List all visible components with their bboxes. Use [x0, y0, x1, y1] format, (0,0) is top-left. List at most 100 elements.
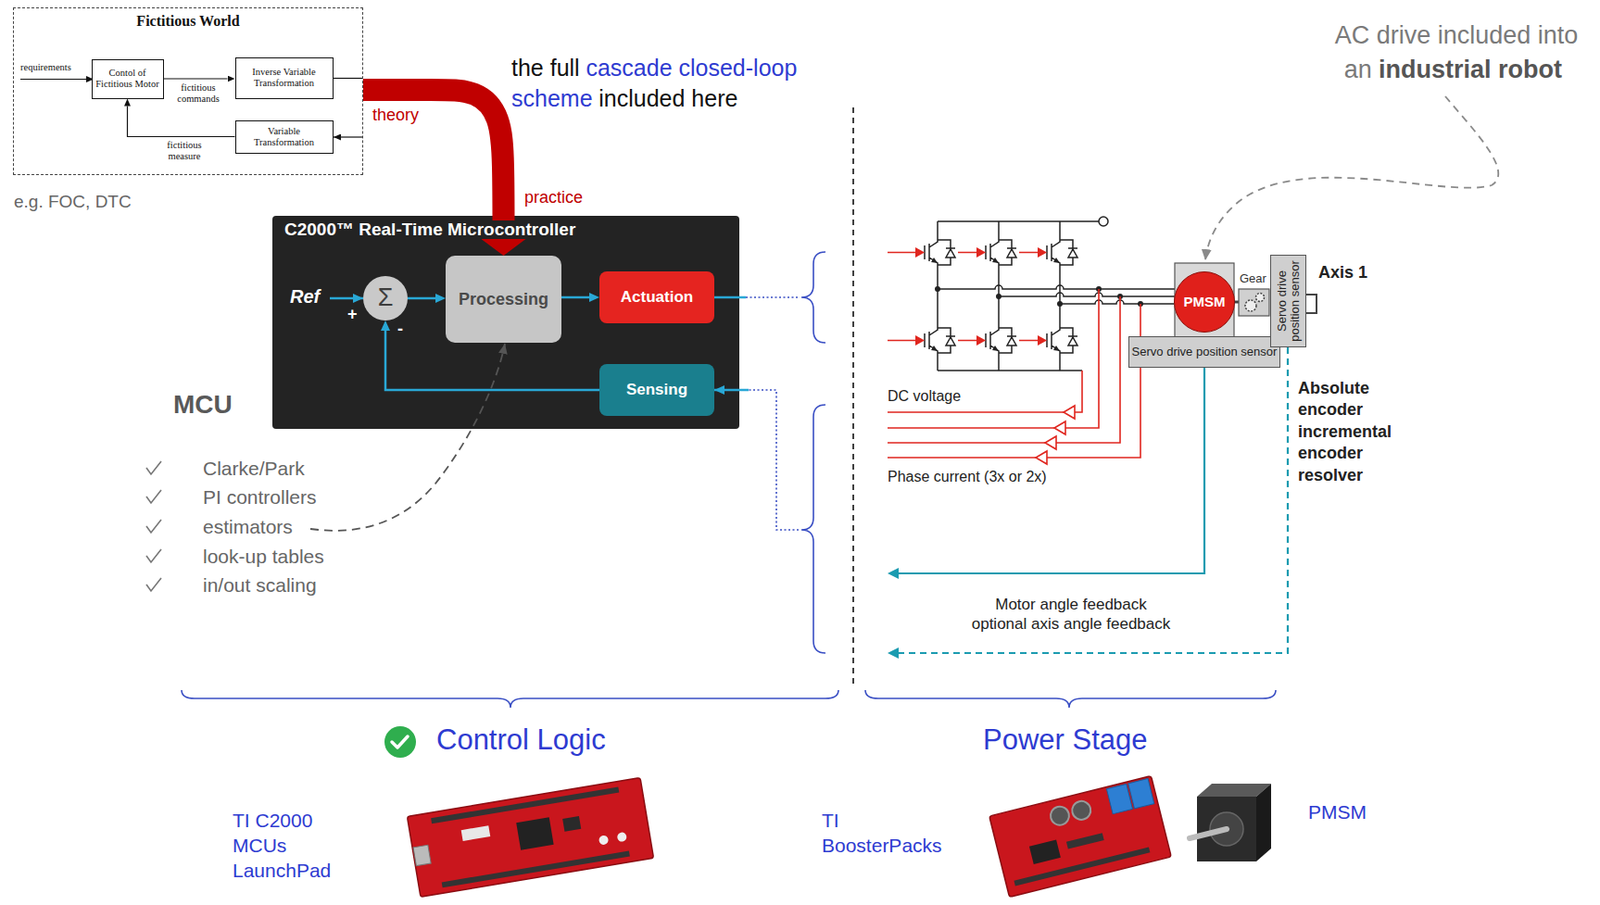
part-label: Gear: [1239, 272, 1267, 287]
input-arrow: [714, 389, 749, 392]
edge-label: fictitious measure: [153, 139, 215, 162]
list-item: PI controllers: [202, 486, 317, 509]
box-heading: Fictitious World: [136, 12, 240, 30]
done-check: [391, 736, 408, 748]
list-item: look-up tables: [202, 545, 325, 568]
mcu-panel: C2000™ Real-Time MicrocontrollerΣProcess…: [272, 215, 740, 429]
gate-signal: [887, 252, 1038, 341]
box-text: Servo drive position sensor: [1275, 256, 1301, 346]
connector-group: [127, 78, 601, 391]
separator-line: [852, 107, 855, 689]
chip: [1029, 839, 1061, 865]
list-item: estimators: [202, 516, 293, 539]
curly-brace: [181, 690, 839, 708]
terminal-block: [1128, 778, 1155, 808]
section-label: MCU: [173, 390, 233, 420]
chip: [562, 816, 581, 832]
launchpad-board: [406, 777, 654, 897]
phase-wire: [937, 285, 1177, 304]
axis-label: Axis 1: [1318, 263, 1368, 283]
gear-symbol: [1245, 300, 1257, 312]
signal-label: optional axis angle feedback: [959, 615, 1183, 634]
signal-arrow: [407, 297, 436, 301]
callout-text: industrial robot: [1378, 55, 1563, 84]
pin-header: [1066, 832, 1105, 849]
button: [598, 834, 610, 846]
section-title: Power Stage: [982, 723, 1148, 757]
gear-box: [1238, 289, 1270, 316]
processing-block: Processing: [445, 255, 562, 343]
junction-dot: [934, 286, 1144, 307]
theory-practice-arrow: [363, 89, 504, 240]
board-pcb: [989, 776, 1172, 898]
pin-header: [1013, 846, 1150, 886]
reference-arrow: [329, 297, 364, 301]
capacitor: [1070, 799, 1093, 822]
gate-arrow: [915, 247, 1047, 346]
sign-label: -: [397, 319, 404, 340]
sign-label: +: [347, 304, 358, 325]
input-arrow: [333, 136, 364, 138]
terminal-block: [1106, 783, 1133, 814]
dashed-leader: [1205, 96, 1499, 261]
axis-flange: [1306, 294, 1317, 314]
box-heading: C2000™ Real-Time Microcontroller: [280, 220, 580, 240]
signal-arrow: [163, 77, 228, 79]
box-text: Processing: [458, 289, 549, 310]
signal-label: Ref: [289, 286, 320, 308]
boosterpack-board: [989, 776, 1172, 898]
button: [617, 831, 629, 844]
dotted-leader: [745, 296, 799, 299]
list-item: Clarke/Park: [202, 457, 305, 480]
block-box: Inverse Variable Transformation: [235, 57, 334, 100]
sense-amplifier: [1035, 405, 1075, 465]
switch: [461, 825, 492, 842]
block-box: Contol of Fictitious Motor: [91, 59, 164, 100]
text-block: AC drive included into anindustrial robo…: [1317, 18, 1596, 89]
text-block: the fullcascade closed-loop schemeinclud…: [511, 52, 832, 114]
product-label: PMSM: [1308, 801, 1367, 824]
box-text: Sensing: [626, 380, 688, 400]
curly-brace: [801, 251, 826, 343]
gear-symbol: [1256, 293, 1265, 303]
curly-brace: [801, 404, 826, 654]
done-badge: [384, 726, 416, 758]
heading-text: included here: [598, 85, 738, 112]
terminal-dot: [1098, 216, 1109, 227]
sensor-types: Absolute encoder incremental encoder res…: [1297, 377, 1402, 487]
edge-label: fictitious commands: [164, 82, 232, 104]
section-title: Control Logic: [436, 723, 606, 757]
feedback-arrow: [127, 106, 236, 138]
check-mark: [146, 461, 162, 592]
heading-text: the full: [511, 54, 580, 81]
output-wire: [333, 77, 364, 79]
dashed-leader: [310, 343, 505, 531]
box-text: Actuation: [620, 288, 693, 307]
curly-brace: [865, 690, 1276, 708]
usb-connector: [413, 844, 431, 866]
motor-circle: PMSM: [1173, 271, 1235, 333]
box-text: Variable Transformation: [249, 125, 320, 149]
motor-shaft: [1189, 829, 1227, 839]
edge-label: theory: [372, 105, 419, 126]
actuation-block: Actuation: [599, 271, 715, 324]
sense-signal: [887, 289, 1141, 458]
input-arrow: [20, 78, 94, 80]
motor-picture: [1189, 783, 1272, 862]
sensor-box: Servo drive position sensor: [1128, 336, 1282, 368]
list-item: in/out scaling: [202, 574, 317, 597]
sensor-box-vertical: Servo drive position sensor: [1270, 254, 1307, 348]
block-box: Variable Transformation: [235, 120, 334, 154]
motor-housing: [1174, 263, 1235, 338]
board-pcb: [406, 777, 654, 897]
product-label: TI BoosterPacks: [821, 808, 947, 859]
box-text: Servo drive position sensor: [1132, 345, 1278, 359]
signal-label: DC voltage: [887, 388, 961, 405]
box-text: Inverse Variable Transformation: [249, 66, 320, 89]
motor-side: [1256, 783, 1272, 862]
output-wire: [714, 296, 746, 300]
arrow-head: [887, 647, 899, 659]
note-text: e.g. FOC, DTC: [13, 191, 132, 213]
